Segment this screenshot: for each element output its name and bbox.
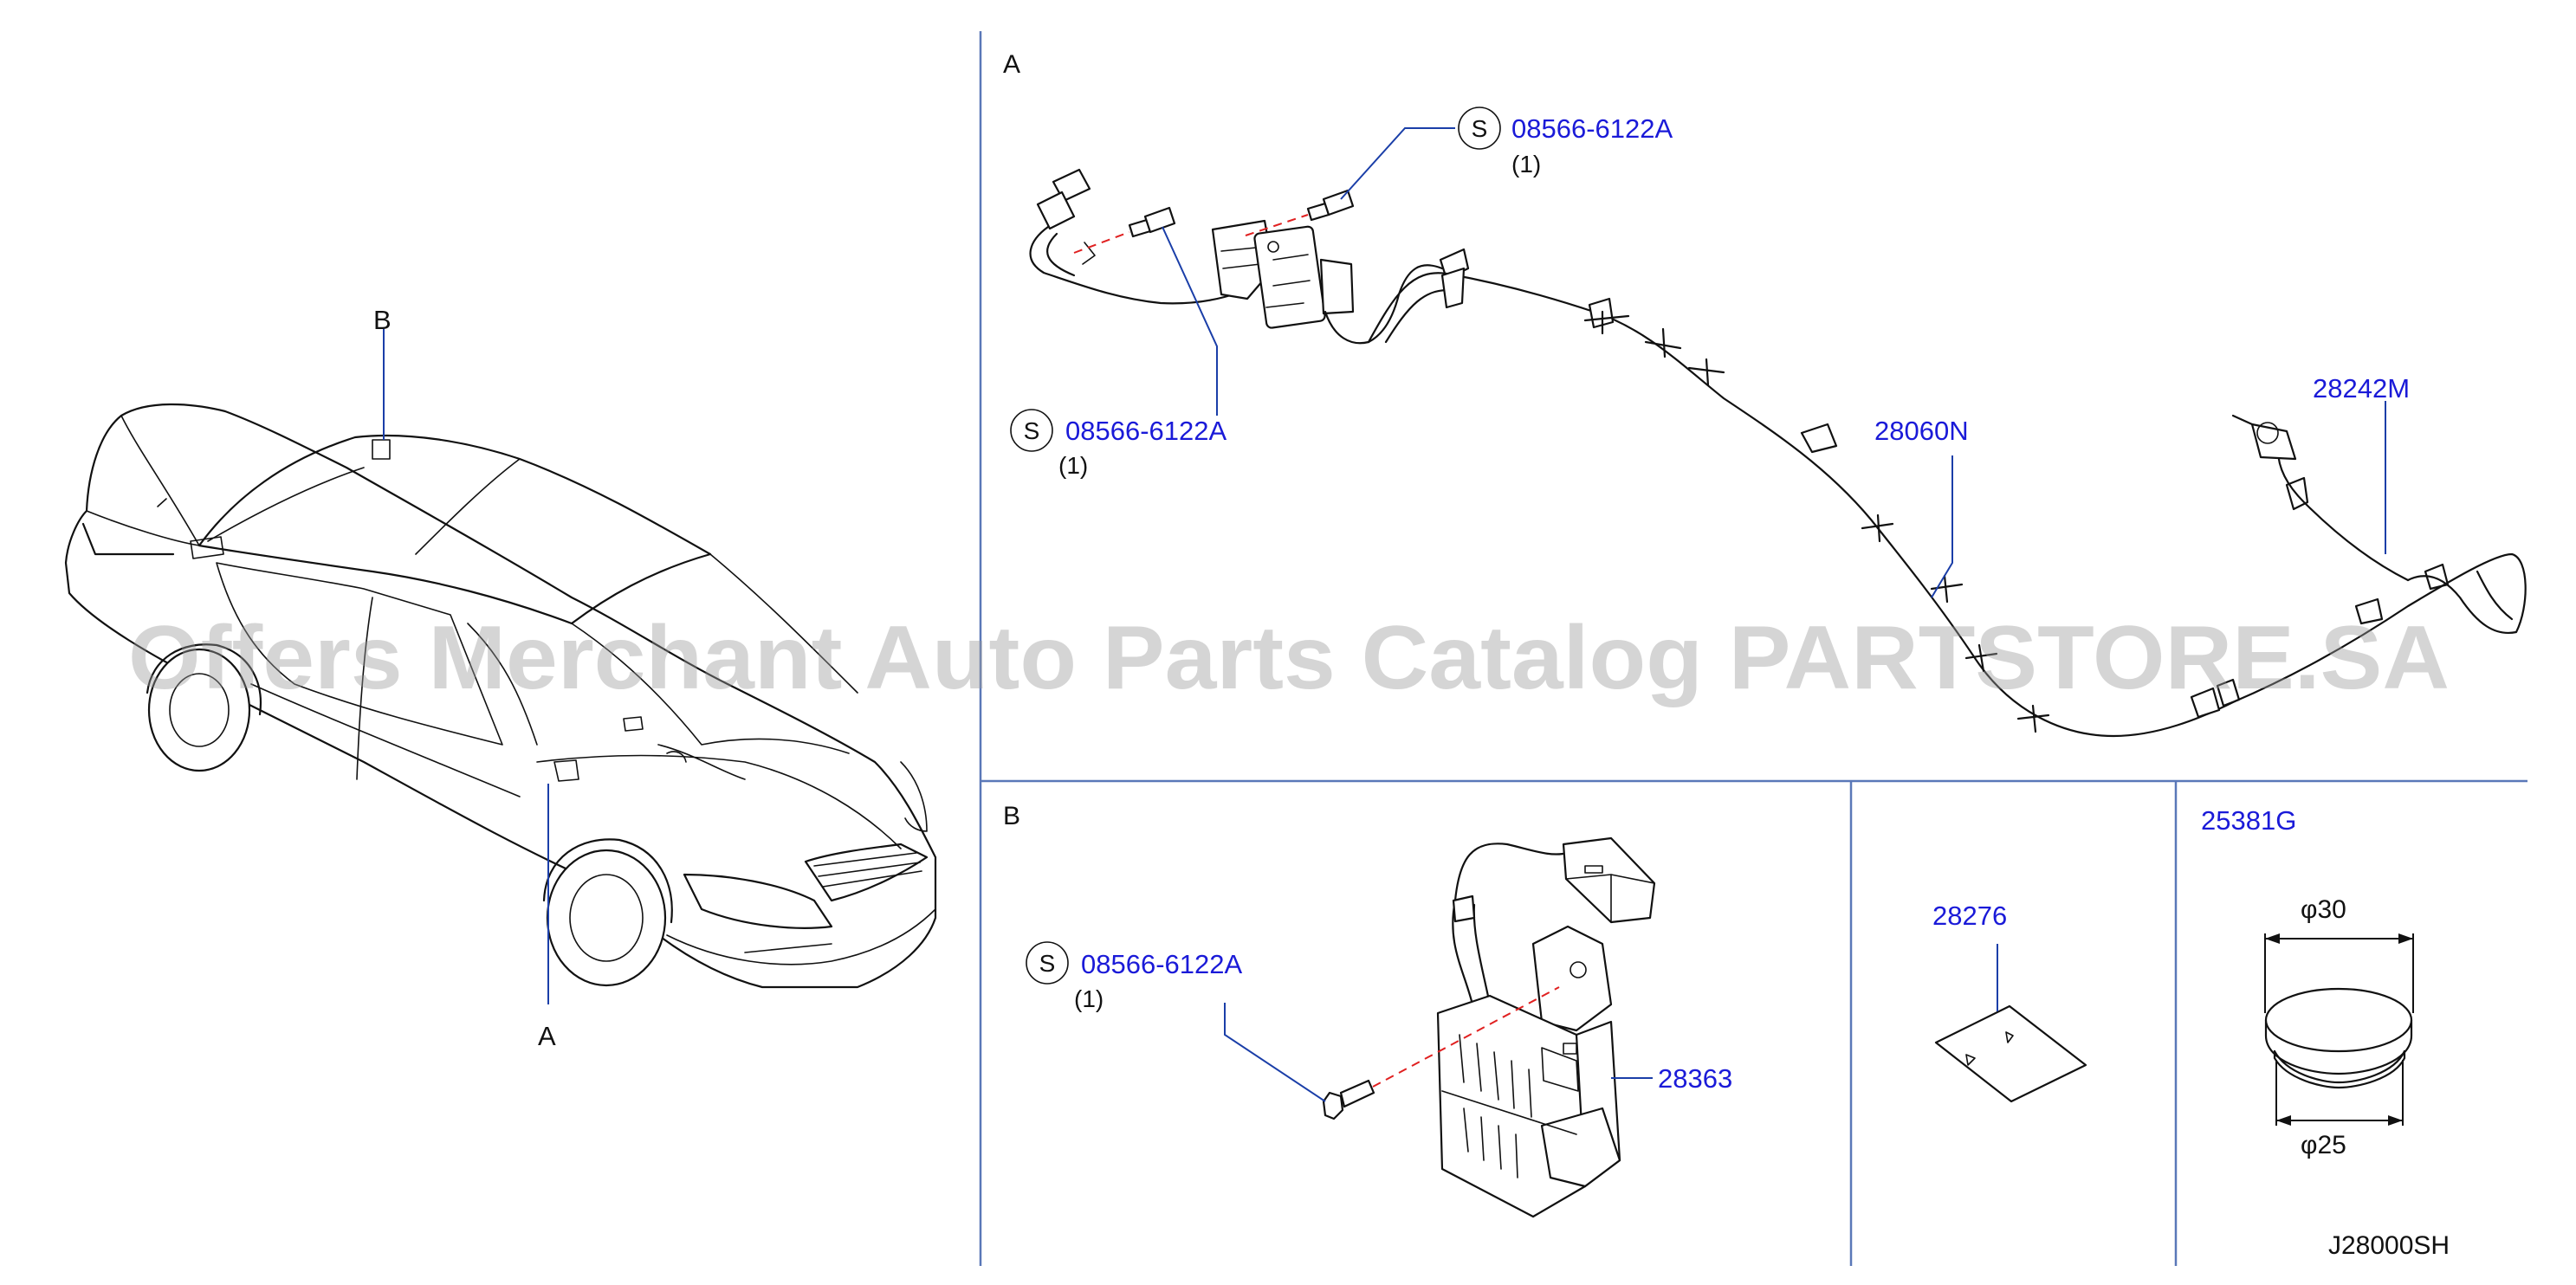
wiring-harness-drawing	[1029, 168, 2527, 738]
part-link-bolt-a-upper[interactable]: 08566-6122A	[1511, 113, 1673, 144]
part-link-harness[interactable]: 28060N	[1874, 416, 1969, 446]
panel-dividers	[979, 31, 2527, 1266]
overview-callouts: B A	[373, 305, 556, 1051]
overview-label-a: A	[538, 1021, 556, 1051]
part-link-cable[interactable]: 28242M	[2313, 373, 2410, 404]
s-symbol-a-lower: S	[1024, 417, 1040, 444]
bolt-a-lower-label: S 08566-6122A (1)	[1010, 409, 1227, 479]
section-b-label: B	[1003, 802, 1020, 830]
bolt-b-drawing	[1322, 986, 1560, 1120]
part-link-bolt-a-lower[interactable]: 08566-6122A	[1065, 416, 1227, 446]
section-b-leaders	[1224, 1003, 1653, 1102]
plug-dim-top: φ30	[2301, 895, 2346, 924]
qty-bolt-a-upper: (1)	[1511, 151, 1541, 178]
plug-drawing	[2264, 933, 2414, 1126]
s-symbol-b: S	[1039, 950, 1056, 977]
car-illustration	[64, 403, 937, 989]
overview-label-b: B	[373, 305, 392, 335]
caution-label-drawing	[1934, 944, 2087, 1103]
section-a-label: A	[1003, 50, 1020, 79]
qty-bolt-b: (1)	[1074, 985, 1104, 1012]
bolt-a-upper-label: S 08566-6122A (1)	[1458, 107, 1673, 178]
watermark: Offers Merchant Auto Parts Catalog PARTS…	[128, 608, 2450, 708]
part-link-bolt-b[interactable]: 08566-6122A	[1081, 949, 1242, 979]
qty-bolt-a-lower: (1)	[1058, 452, 1088, 479]
s-symbol-a-upper: S	[1472, 115, 1488, 142]
control-unit-drawing	[1436, 836, 1656, 1218]
part-link-unit[interactable]: 28363	[1658, 1063, 1732, 1094]
part-link-label[interactable]: 28276	[1932, 901, 2007, 931]
part-link-plug[interactable]: 25381G	[2201, 805, 2296, 836]
bolt-a-lower-drawing	[1073, 206, 1176, 254]
bolt-b-label: S 08566-6122A (1)	[1026, 941, 1242, 1012]
diagram-code: J28000SH	[2328, 1231, 2450, 1260]
section-a-leaders	[1162, 127, 2386, 598]
plug-dim-bottom: φ25	[2301, 1131, 2346, 1159]
bolt-a-upper-drawing	[1245, 189, 1355, 236]
